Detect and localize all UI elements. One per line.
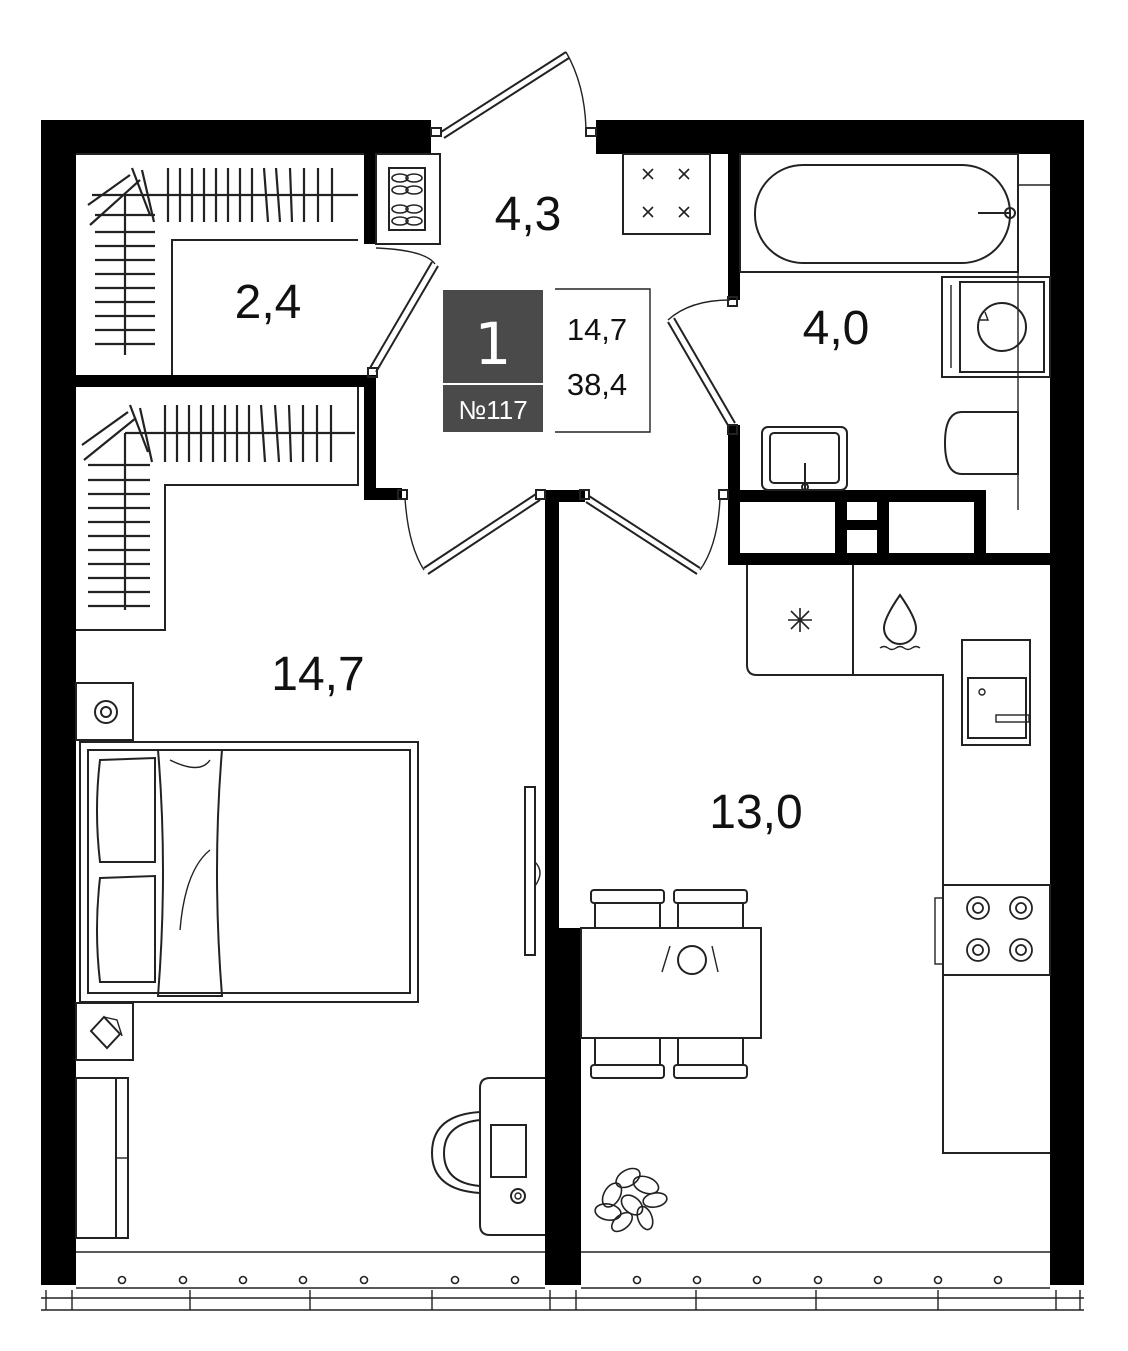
badge-background xyxy=(443,290,543,432)
hall-area-label: 4,3 xyxy=(495,188,562,241)
kitchen-area-label: 13,0 xyxy=(709,786,802,839)
bedroom-area-label: 14,7 xyxy=(271,648,364,701)
kitchen-furniture xyxy=(580,565,1051,1233)
living-area: 14,7 xyxy=(567,312,627,347)
wardrobe-shelving-top xyxy=(76,153,364,375)
rooms-count: 1 xyxy=(475,310,512,378)
bathroom-area-label: 4,0 xyxy=(803,302,870,355)
window-strip xyxy=(41,1251,1084,1311)
apartment-number: №117 xyxy=(458,395,527,425)
wardrobe-shelving-bedroom xyxy=(76,387,359,631)
total-area: 38,4 xyxy=(567,367,627,402)
apartment-badge: 1 №117 14,7 38,4 xyxy=(443,288,651,433)
wardrobe-area-label: 2,4 xyxy=(235,276,302,329)
bathroom-door xyxy=(667,296,738,435)
bedroom-furniture xyxy=(75,682,545,1239)
walls xyxy=(41,120,1084,1285)
kitchen-door xyxy=(579,489,729,575)
entrance-door xyxy=(430,51,597,139)
hall-furniture xyxy=(375,153,711,245)
bedroom-door xyxy=(397,489,546,575)
bathroom-fixtures xyxy=(739,153,1051,510)
wardrobe-door xyxy=(367,247,439,378)
